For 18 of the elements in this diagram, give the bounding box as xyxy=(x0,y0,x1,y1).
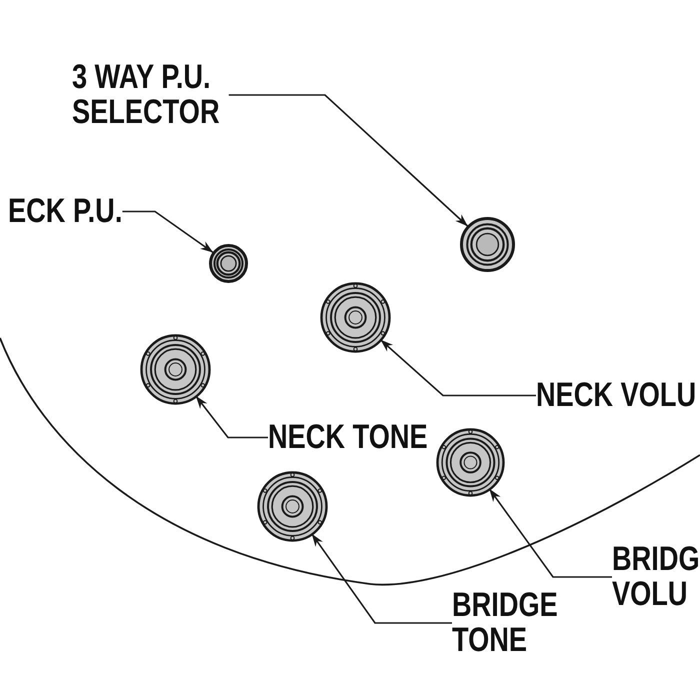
leader-line xyxy=(122,210,214,254)
potentiometer-knob xyxy=(140,334,210,404)
callout-label: ECK P.U. xyxy=(8,194,122,229)
callout-label: 3 WAY P.U. SELECTOR xyxy=(72,60,229,130)
callout-label: NECK TONE xyxy=(268,420,428,455)
leader-line xyxy=(228,94,468,227)
leader-line xyxy=(195,395,268,438)
leader-line xyxy=(311,533,452,624)
leader-line xyxy=(488,488,612,578)
callout-label: BRIDGE TONE xyxy=(452,588,558,658)
potentiometer-knob xyxy=(256,470,328,542)
callout-label: BRIDG VOLU xyxy=(612,542,700,612)
leader-line xyxy=(380,339,536,396)
switch-knob xyxy=(460,216,514,272)
switch-knob xyxy=(208,244,248,282)
potentiometer-knob xyxy=(436,428,504,496)
callout-label: NECK VOLU xyxy=(536,378,696,413)
potentiometer-knob xyxy=(320,282,390,352)
